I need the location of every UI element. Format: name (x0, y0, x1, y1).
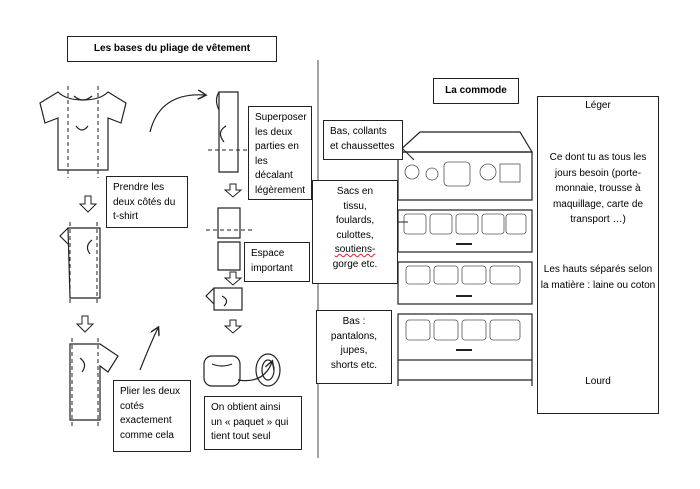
drawer-line: foulards, (335, 215, 375, 226)
tshirt-half-folded-icon (59, 227, 101, 299)
step-take-sides: Prendre les deux côtés du t-shirt (106, 176, 188, 228)
step-line: parties en (255, 141, 299, 152)
step-line: important (251, 262, 293, 274)
drawer-line: Bas, collants (330, 126, 387, 137)
left-section-title: Les bases du pliage de vêtement (67, 36, 277, 62)
step-line: les deux (255, 126, 293, 138)
drawer-line: et chaussettes (330, 140, 395, 152)
step-line: les décalant (255, 155, 293, 182)
step-result-packet: On obtient ainsi un « paquet » qui tient… (204, 396, 302, 450)
drawer-line: pantalons, (330, 330, 378, 342)
weight-scale-panel (537, 96, 659, 414)
down-arrow-icon (78, 195, 98, 213)
drawer-line: tissu, (343, 200, 367, 212)
step-line: Plier les deux (120, 386, 181, 397)
folded-small-icon (205, 287, 243, 311)
step-line: On obtient ainsi (211, 402, 281, 413)
step-fold-sides: Plier les deux cotés exactement comme ce… (113, 380, 191, 452)
drawer-line: culottes, (336, 229, 374, 241)
step-line: comme cela (120, 429, 174, 441)
curved-arrow-icon (149, 95, 205, 133)
step-line: Superposer (255, 112, 307, 123)
curved-arrow-icon (237, 362, 272, 382)
step-line: t-shirt (113, 211, 138, 222)
down-arrow-icon (223, 319, 243, 334)
right-section-title: La commode (433, 78, 519, 104)
step-line: un « paquet » qui (211, 416, 289, 428)
step-line: exactement (120, 415, 172, 426)
curved-arrow-icon (139, 328, 158, 371)
drawer-line: soutiens- (334, 244, 376, 255)
step-line: deux côtés du (113, 196, 176, 208)
drawer-line: jupes, (340, 345, 368, 356)
drawer-line: Sacs en (336, 186, 374, 197)
dresser-icon (396, 131, 534, 386)
packet-icon (203, 353, 281, 387)
scale-top-label: Léger (585, 100, 611, 111)
step-space-important: Espace important (244, 242, 310, 282)
drawer-line: shorts etc. (330, 359, 378, 371)
scale-daily-items-label: Ce dont tu as tous les jours besoin (por… (549, 152, 647, 225)
step-line: légèrement (255, 184, 306, 196)
connector-line (401, 147, 415, 161)
tshirt-icon (39, 91, 127, 171)
step-superpose: Superposer les deux parties en les décal… (248, 106, 312, 200)
left-title-text: Les bases du pliage de vêtement (93, 42, 251, 54)
down-arrow-icon (223, 183, 243, 198)
down-arrow-icon (223, 271, 243, 286)
drawer-label-top: Bas, collants et chaussettes (323, 120, 403, 160)
step-line: tient tout seul (211, 431, 271, 442)
folded-strip-icon (215, 91, 239, 173)
scale-tops-label: Les hauts séparés selon la matière : lai… (540, 264, 656, 291)
right-title-text: La commode (445, 84, 507, 96)
drawer-label-bottom: Bas : pantalons, jupes, shorts etc. (316, 310, 392, 384)
down-arrow-icon (75, 315, 95, 333)
step-line: Espace (251, 248, 285, 259)
folded-stack-icon (217, 207, 241, 271)
tshirt-sleeve-fold-icon (69, 343, 119, 421)
step-line: Prendre les (113, 182, 165, 193)
drawer-line: gorge etc. (332, 258, 378, 270)
scale-bottom-label: Lourd (585, 376, 611, 387)
drawer-label-middle: Sacs en tissu, foulards, culottes, souti… (312, 180, 398, 284)
step-line: cotés (120, 400, 144, 412)
drawer-line: Bas : (342, 316, 366, 327)
